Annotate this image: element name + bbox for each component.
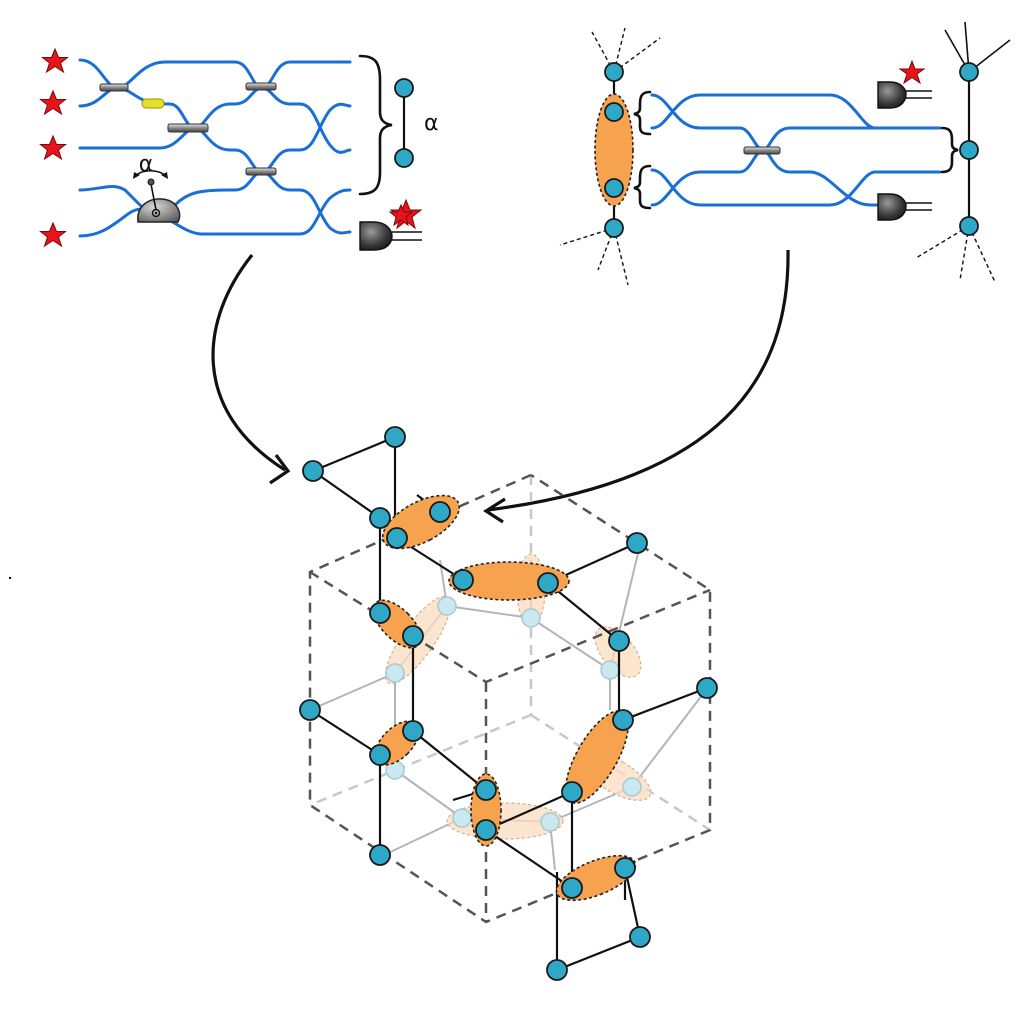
red-star-icon	[388, 203, 414, 227]
phase-shifter-icon	[133, 169, 181, 223]
arrow-right-icon	[487, 249, 790, 512]
beam-splitter-icon	[245, 167, 277, 176]
alpha-phase-label: α	[139, 152, 154, 177]
beam-splitters-left	[99, 82, 277, 176]
fusion-gate-panel	[559, 21, 1011, 286]
output-brace	[358, 54, 393, 196]
arrows	[211, 249, 790, 524]
bell-pair-icon	[394, 78, 414, 168]
beam-splitter-icon	[99, 83, 129, 92]
arrow-left-icon	[211, 254, 286, 472]
photon-source-stars	[39, 47, 69, 248]
beam-splitter-icon	[743, 146, 781, 155]
red-star-icon	[39, 221, 67, 248]
red-star-icon	[39, 89, 67, 116]
detector-icon	[877, 193, 932, 221]
red-star-icon	[39, 134, 67, 161]
fusion-lattice-panel	[299, 426, 718, 981]
waveguides-right	[650, 93, 942, 207]
back-nodes	[385, 596, 642, 832]
left-node-cluster	[559, 27, 661, 286]
stray-dot	[8, 576, 12, 580]
beam-splitter-icon	[245, 82, 277, 91]
front-fusions	[372, 494, 637, 902]
red-star-icon	[41, 47, 69, 74]
beam-splitter-icon	[167, 123, 209, 133]
detector-icon	[359, 221, 422, 251]
front-nodes	[299, 426, 718, 981]
red-star-icon	[898, 59, 926, 85]
yellow-phase-element	[141, 98, 165, 109]
detector-icon	[877, 81, 932, 109]
resource-state-generator-panel: α α	[39, 47, 439, 251]
right-node-cluster	[915, 21, 1011, 283]
alpha-bracket-label: α	[424, 111, 439, 136]
cube-back-edges	[309, 475, 711, 832]
